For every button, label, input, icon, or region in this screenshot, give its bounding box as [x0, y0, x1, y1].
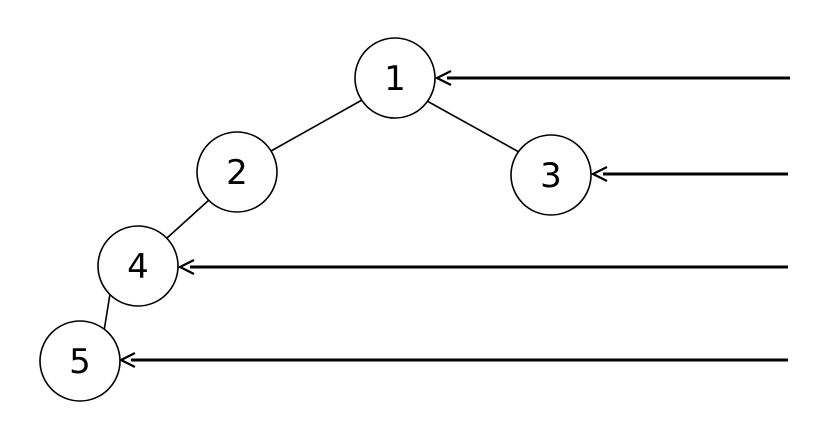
node-3[interactable]: 3	[510, 134, 592, 216]
tree-edges-group	[103, 99, 520, 332]
edge-node1-node3	[426, 100, 520, 153]
node-1[interactable]: 1	[354, 37, 436, 119]
arrowhead-node3	[590, 166, 608, 182]
node-4-circle[interactable]	[97, 225, 179, 307]
arrowhead-node5	[118, 352, 136, 368]
arrowhead-node4	[177, 259, 195, 275]
edge-node2-node1	[270, 99, 363, 152]
edge-node2-node4	[166, 199, 210, 239]
pointer-arrow-to-node1	[434, 70, 790, 86]
node-4-label: 4	[127, 247, 149, 287]
node-5[interactable]: 5	[39, 320, 121, 402]
node-3-circle[interactable]	[510, 134, 592, 216]
node-1-circle[interactable]	[354, 37, 436, 119]
pointer-arrows-group	[118, 70, 790, 368]
nodes-group: 1 2 3 4 5	[39, 37, 592, 402]
pointer-arrow-to-node5	[118, 352, 788, 368]
pointer-arrow-to-node4	[177, 259, 788, 275]
edge-node4-node5	[103, 293, 111, 332]
node-5-label: 5	[69, 342, 91, 382]
node-3-label: 3	[540, 156, 562, 196]
node-2-label: 2	[226, 153, 248, 193]
pointer-arrow-to-node3	[590, 166, 788, 182]
node-1-label: 1	[384, 59, 406, 99]
node-5-circle[interactable]	[39, 320, 121, 402]
node-4[interactable]: 4	[97, 225, 179, 307]
node-2-circle[interactable]	[196, 131, 278, 213]
arrowhead-node1	[434, 70, 452, 86]
node-2[interactable]: 2	[196, 131, 278, 213]
